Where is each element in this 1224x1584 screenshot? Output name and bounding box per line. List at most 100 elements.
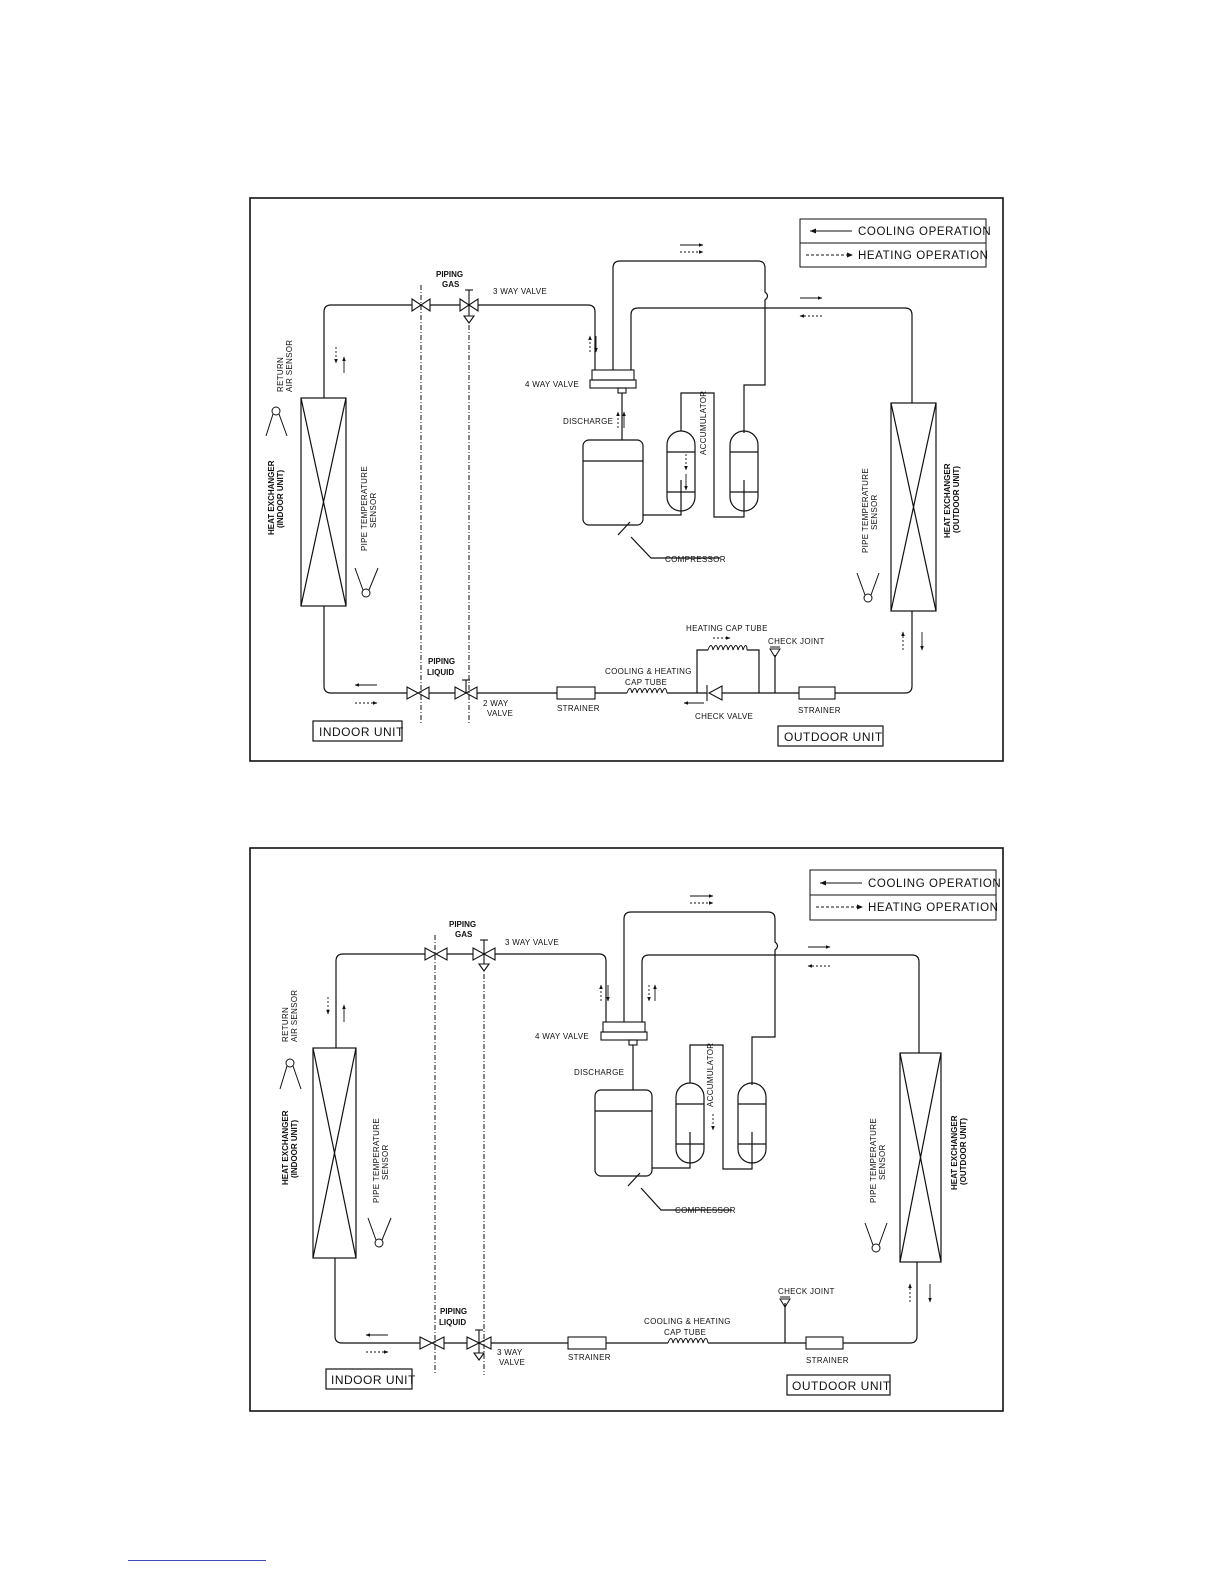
piping-liquid-label: LIQUID bbox=[439, 1318, 466, 1327]
check-joint-icon bbox=[779, 1296, 791, 1308]
diagram-2: COOLING OPERATION HEATING OPERATION bbox=[249, 847, 1004, 1412]
pipe-temperature-sensor-label: SENSOR bbox=[381, 1144, 390, 1180]
liquid-valve-label: VALVE bbox=[487, 709, 513, 718]
check-joint-icon bbox=[769, 646, 781, 658]
gas-valve-label: 3 WAY VALVE bbox=[505, 938, 559, 947]
pipe-temperature-sensor-label: PIPE TEMPERATURE bbox=[360, 466, 369, 551]
outdoor-heat-exchanger bbox=[890, 402, 937, 612]
indoor-heat-exchanger-label: HEAT EXCHANGER bbox=[267, 460, 276, 535]
valve-liquid-indoor bbox=[419, 1336, 445, 1350]
outdoor-heat-exchanger-label: (OUTDOOR UNIT) bbox=[952, 466, 961, 533]
check-valve bbox=[706, 685, 723, 701]
piping-liquid-label: PIPING bbox=[428, 657, 455, 666]
accumulator-2 bbox=[729, 430, 759, 512]
legend-cooling-label: COOLING OPERATION bbox=[868, 878, 1001, 890]
four-way-valve bbox=[589, 369, 637, 394]
accumulator bbox=[666, 430, 696, 512]
strainer-right-label: STRAINER bbox=[798, 706, 841, 715]
cap-tube-coil bbox=[667, 1338, 709, 1344]
valve-gas-indoor bbox=[424, 947, 448, 961]
indoor-heat-exchanger bbox=[300, 397, 347, 607]
cap-tube-coil bbox=[626, 688, 668, 694]
indoor-unit-box bbox=[312, 720, 403, 742]
cap-tube-label: CAP TUBE bbox=[625, 678, 667, 687]
legend: COOLING OPERATION HEATING OPERATION bbox=[799, 218, 991, 268]
outdoor-heat-exchanger-label: (OUTDOOR UNIT) bbox=[959, 1118, 968, 1185]
compressor bbox=[582, 439, 720, 559]
three-way-valve-gas bbox=[472, 939, 496, 972]
diagram-frame bbox=[249, 197, 1004, 762]
three-way-valve-gas bbox=[459, 289, 479, 324]
return-air-sensor-icon bbox=[265, 406, 288, 437]
diagram-1: COOLING OPERATION HEATING OPERATION bbox=[249, 197, 1004, 762]
strainer-right bbox=[798, 686, 836, 700]
strainer-left-label: STRAINER bbox=[568, 1353, 611, 1362]
accumulator bbox=[675, 1082, 705, 1164]
cap-tube-label: COOLING & HEATING bbox=[644, 1317, 731, 1326]
strainer-right bbox=[805, 1336, 844, 1350]
outdoor-heat-exchanger bbox=[899, 1052, 942, 1263]
outdoor-unit-label: OUTDOOR UNIT bbox=[792, 1379, 891, 1393]
outdoor-unit-label: OUTDOOR UNIT bbox=[784, 730, 883, 744]
outdoor-heat-exchanger-label: HEAT EXCHANGER bbox=[943, 463, 952, 538]
pipes bbox=[334, 911, 920, 1344]
indoor-heat-exchanger-label: (INDOOR UNIT) bbox=[290, 1119, 299, 1178]
diagram-frame bbox=[249, 847, 1004, 1412]
outdoor-unit-box bbox=[777, 725, 884, 747]
pipe-temperature-sensor-outdoor-label: SENSOR bbox=[878, 1144, 887, 1180]
gas-valve-label: 3 WAY VALVE bbox=[493, 287, 547, 296]
indoor-heat-exchanger-label: HEAT EXCHANGER bbox=[281, 1110, 290, 1185]
return-air-sensor-label: RETURN bbox=[276, 357, 285, 392]
cap-tube-label: COOLING & HEATING bbox=[605, 667, 692, 676]
discharge-label: DISCHARGE bbox=[574, 1068, 624, 1077]
valve-liquid-indoor bbox=[406, 686, 430, 700]
accumulator-label: ACCUMULATOR bbox=[699, 391, 708, 455]
return-air-sensor-label: AIR SENSOR bbox=[285, 340, 294, 392]
return-air-sensor-icon bbox=[279, 1058, 302, 1090]
return-air-sensor-label: AIR SENSOR bbox=[290, 990, 299, 1042]
pipe-temperature-sensor-outdoor-icon bbox=[856, 572, 880, 603]
compressor-label: COMPRESSOR bbox=[665, 555, 726, 564]
accumulator-label: ACCUMULATOR bbox=[706, 1043, 715, 1107]
strainer-left bbox=[556, 686, 596, 700]
return-air-sensor-label: RETURN bbox=[281, 1007, 290, 1042]
piping-liquid-label: LIQUID bbox=[427, 668, 454, 677]
check-joint-label: CHECK JOINT bbox=[778, 1287, 835, 1296]
liquid-valve-label: 3 WAY bbox=[497, 1348, 523, 1357]
indoor-unit-label: INDOOR UNIT bbox=[319, 725, 404, 739]
outdoor-unit-box bbox=[786, 1374, 891, 1396]
legend: COOLING OPERATION HEATING OPERATION bbox=[809, 869, 1001, 921]
three-way-valve-liquid bbox=[466, 1329, 492, 1361]
indoor-heat-exchanger-label: (INDOOR UNIT) bbox=[276, 469, 285, 528]
pipe-temperature-sensor-outdoor-label: PIPE TEMPERATURE bbox=[869, 1118, 878, 1203]
compressor-label: COMPRESSOR bbox=[675, 1206, 736, 1215]
piping-gas-label: GAS bbox=[455, 930, 473, 939]
four-way-valve-label: 4 WAY VALVE bbox=[525, 380, 579, 389]
discharge-label: DISCHARGE bbox=[563, 417, 613, 426]
pipe-temperature-sensor-label: SENSOR bbox=[369, 492, 378, 528]
strainer-left bbox=[567, 1336, 607, 1350]
strainer-right-label: STRAINER bbox=[806, 1356, 849, 1365]
pipe-temperature-sensor-outdoor-label: PIPE TEMPERATURE bbox=[861, 468, 870, 553]
four-way-valve-label: 4 WAY VALVE bbox=[535, 1032, 589, 1041]
check-joint-label: CHECK JOINT bbox=[768, 637, 825, 646]
footer-rule bbox=[128, 1560, 266, 1561]
legend-cooling-label: COOLING OPERATION bbox=[858, 226, 991, 238]
pipe-temperature-sensor-icon bbox=[367, 1217, 392, 1248]
indoor-unit-box bbox=[325, 1368, 413, 1390]
pipes bbox=[323, 260, 913, 694]
flow-arrows bbox=[334, 243, 924, 705]
outdoor-heat-exchanger-label: HEAT EXCHANGER bbox=[950, 1115, 959, 1190]
heating-cap-tube-coil bbox=[707, 645, 748, 651]
cap-tube-label: CAP TUBE bbox=[664, 1328, 706, 1337]
pipe-temperature-sensor-icon bbox=[354, 567, 379, 598]
pipe-temperature-sensor-outdoor-icon bbox=[864, 1222, 888, 1253]
indoor-unit-label: INDOOR UNIT bbox=[331, 1373, 416, 1387]
two-way-valve-liquid bbox=[454, 679, 478, 700]
piping-gas-label: PIPING bbox=[436, 270, 463, 279]
indoor-heat-exchanger bbox=[312, 1047, 357, 1259]
valve-gas-indoor bbox=[411, 297, 431, 313]
four-way-valve bbox=[600, 1021, 648, 1046]
